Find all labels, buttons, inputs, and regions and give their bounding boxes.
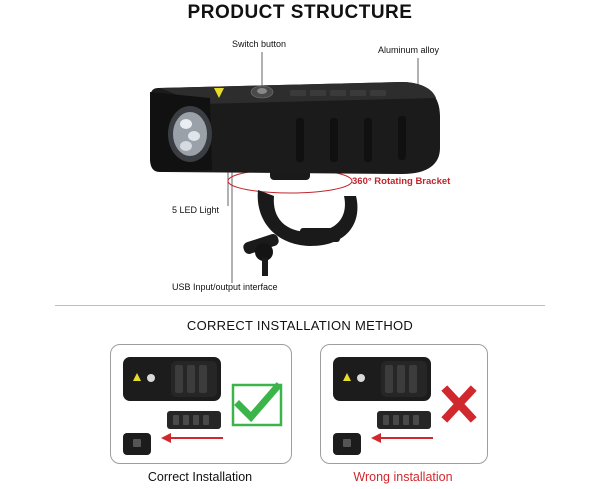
rotating-bracket-label: 360° Rotating Bracket [352,176,451,187]
product-structure-illustration [150,52,440,283]
page-title: PRODUCT STRUCTURE [187,2,413,23]
light-body-small [333,357,431,401]
arrow-left-icon [371,433,433,443]
section-divider [55,305,545,306]
checkmark-icon [231,382,283,427]
wrong-installation-diagram [333,357,477,455]
installation-title: CORRECT INSTALLATION METHOD [186,318,414,333]
correct-installation-caption: Correct Installation [147,470,253,484]
bracket-base [123,433,151,455]
mount-piece [377,411,431,429]
bracket [243,158,358,276]
cross-icon [441,385,477,423]
led-light-label: 5 LED Light [172,205,220,215]
correct-installation-panel [110,344,292,464]
usb-interface-label: USB Input/output interface [172,282,278,292]
arrow-left-icon [161,433,223,443]
aluminum-alloy-label: Aluminum alloy [378,45,440,55]
wrong-installation-panel [320,344,488,464]
mount-piece [167,411,221,429]
wrong-installation-caption: Wrong installation [353,470,453,484]
light-body-small [123,357,221,401]
bracket-base [333,433,361,455]
correct-installation-diagram [123,357,283,455]
switch-button-label: Switch button [232,39,287,49]
light-body [150,82,440,174]
